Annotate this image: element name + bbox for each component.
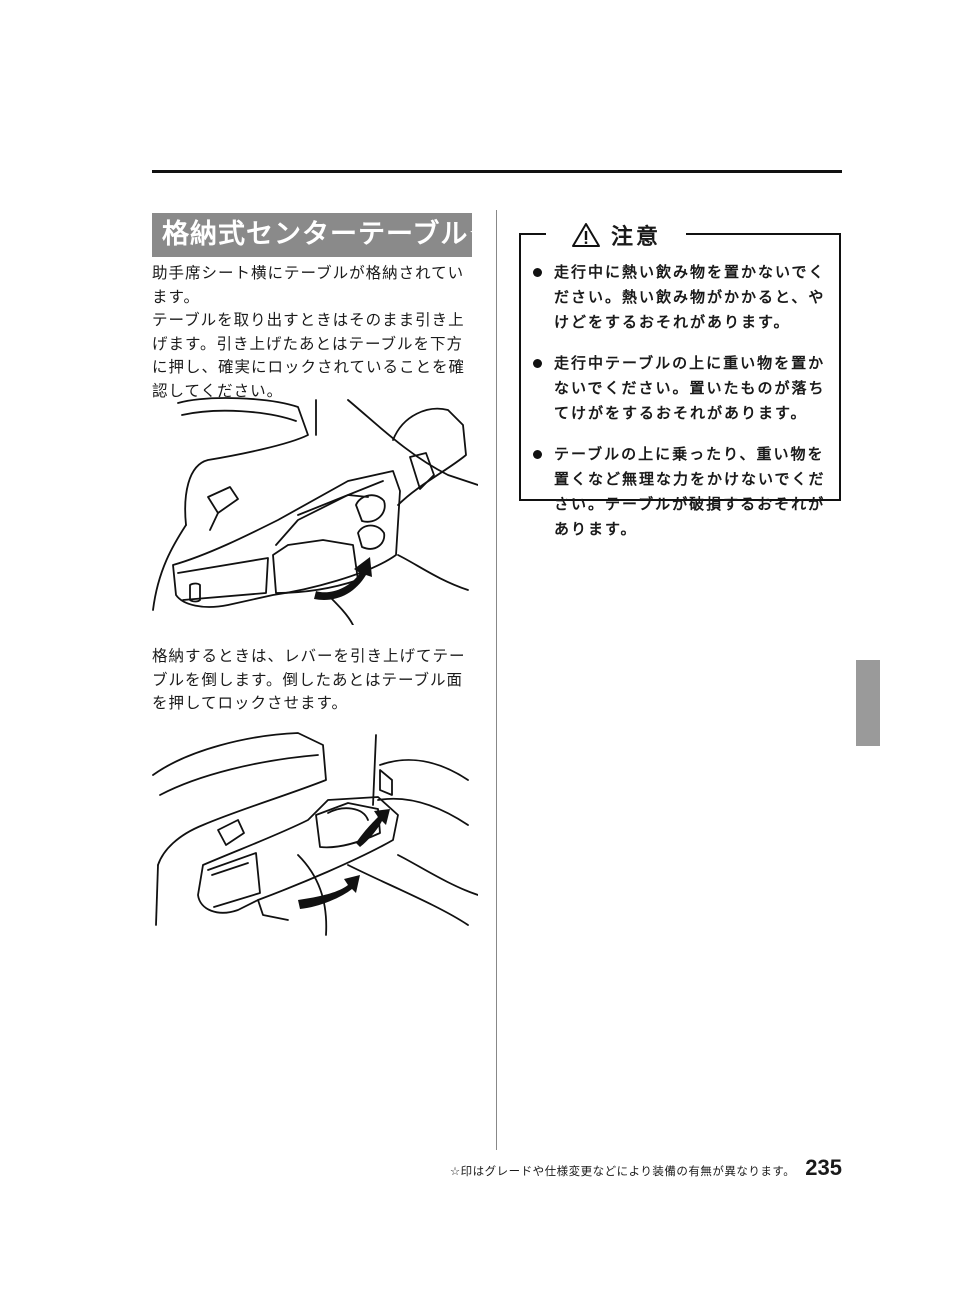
- caution-list: 走行中に熱い飲み物を置かないでください。熱い飲み物がかかると、やけどをするおそれ…: [530, 260, 835, 558]
- bullet-icon: [533, 450, 542, 459]
- column-divider: [496, 210, 497, 1150]
- chapter-tab: [856, 660, 880, 746]
- bullet-icon: [533, 268, 542, 277]
- intro-line: 助手席シート横にテーブルが格納されています。: [152, 264, 465, 306]
- caution-item: 走行中テーブルの上に重い物を置かないでください。置いたものが落ちてけがをするおそ…: [530, 351, 835, 426]
- bullet-icon: [533, 359, 542, 368]
- caution-item: テーブルの上に乗ったり、重い物を置くなど無理な力をかけないでください。テーブルが…: [530, 442, 835, 542]
- table-raise-illustration: [152, 397, 478, 625]
- stowing-text: 格納するときは、レバーを引き上げてテーブルを倒します。倒したあとはテーブル面を押…: [152, 647, 466, 712]
- caution-item: 走行中に熱い飲み物を置かないでください。熱い飲み物がかかると、やけどをするおそれ…: [530, 260, 835, 335]
- page-footer: ☆印はグレードや仕様変更などにより装備の有無が異なります。 235: [396, 1155, 842, 1185]
- caution-item-text: テーブルの上に乗ったり、重い物を置くなど無理な力をかけないでください。テーブルが…: [554, 445, 826, 538]
- section-title: 格納式センターテーブル★: [152, 213, 472, 257]
- caution-title: 注意: [610, 225, 661, 250]
- intro-text: 助手席シート横にテーブルが格納されています。 テーブルを取り出すときはそのまま引…: [152, 262, 477, 403]
- top-rule: [152, 170, 842, 173]
- table-stow-illustration: [152, 732, 478, 936]
- footer-note: ☆印はグレードや仕様変更などにより装備の有無が異なります。: [449, 1164, 796, 1178]
- caution-item-text: 走行中に熱い飲み物を置かないでください。熱い飲み物がかかると、やけどをするおそれ…: [554, 263, 826, 331]
- page-number: 235: [805, 1155, 842, 1180]
- warning-triangle-icon: [571, 223, 600, 247]
- intro-line: テーブルを取り出すときはそのまま引き上げます。引き上げたあとはテーブルを下方に押…: [152, 311, 466, 400]
- caution-header: 注意: [546, 220, 686, 250]
- caution-item-text: 走行中テーブルの上に重い物を置かないでください。置いたものが落ちてけがをするおそ…: [554, 354, 826, 422]
